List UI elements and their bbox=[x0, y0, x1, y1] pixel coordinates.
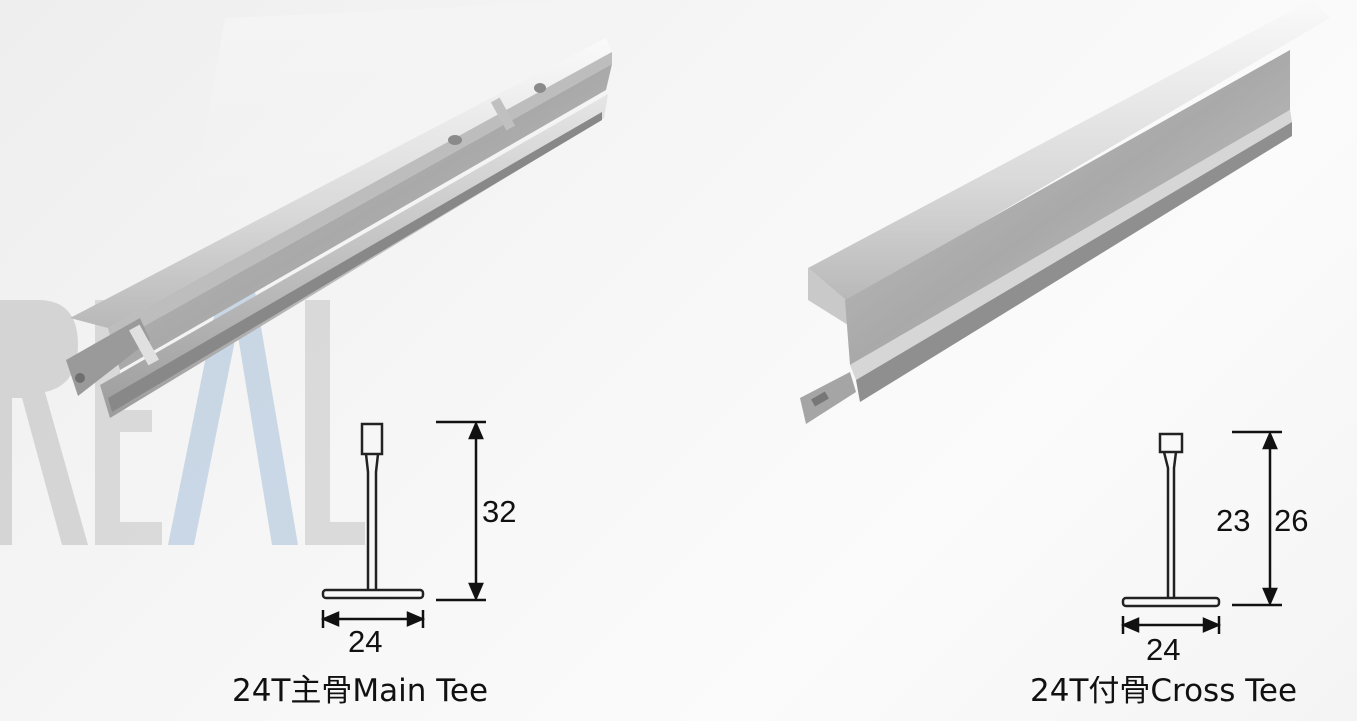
cross-tee-height-dimension bbox=[1232, 430, 1282, 607]
cross-tee-profile bbox=[1121, 432, 1221, 608]
cross-tee-width-dimension bbox=[1120, 616, 1222, 634]
main-tee-caption: 24T主骨Main Tee bbox=[232, 673, 489, 709]
main-tee-width-dimension bbox=[320, 610, 426, 628]
main-tee-height-label: 32 bbox=[482, 494, 516, 529]
main-tee-illustration bbox=[66, 0, 638, 418]
main-tee-profile bbox=[321, 422, 425, 600]
cross-tee-outer-height-label: 26 bbox=[1274, 503, 1308, 538]
main-tee-width-label: 24 bbox=[348, 624, 382, 659]
cross-tee-width-label: 24 bbox=[1146, 632, 1180, 667]
main-tee-height-dimension bbox=[436, 420, 486, 602]
cross-tee-illustration bbox=[800, 0, 1330, 424]
cross-tee-inner-height-label: 23 bbox=[1216, 503, 1250, 538]
cross-tee-caption: 24T付骨Cross Tee bbox=[1030, 676, 1298, 707]
